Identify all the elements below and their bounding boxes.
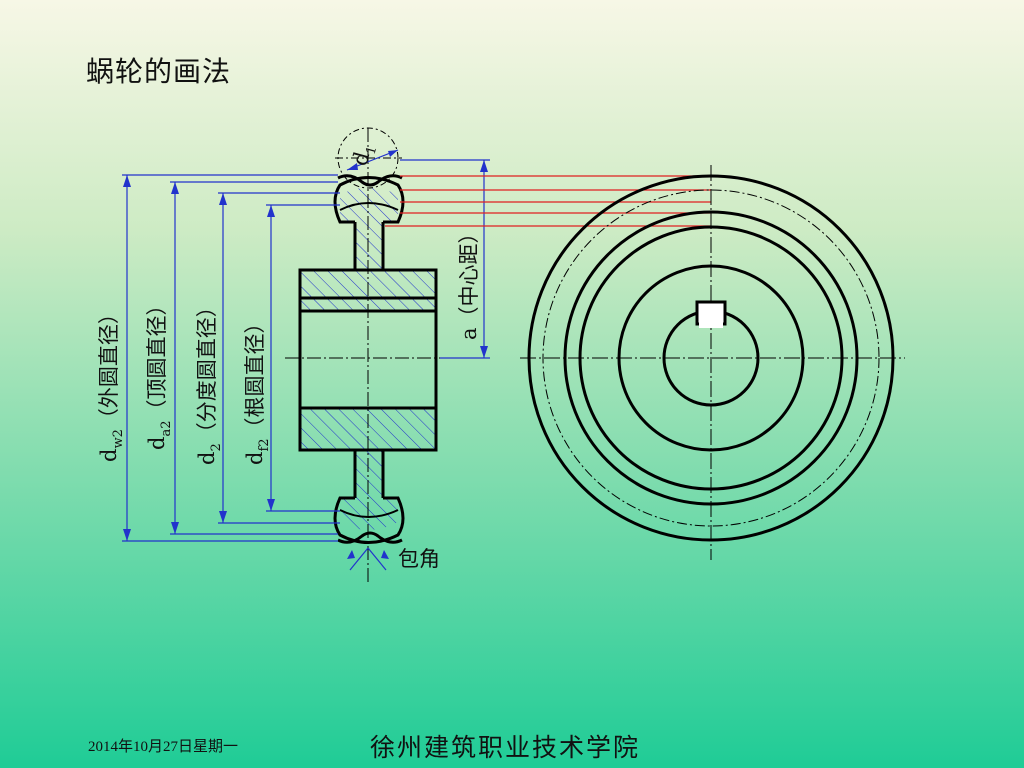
projection-lines bbox=[385, 175, 711, 227]
label-dw2: dw2（外圆直径） bbox=[97, 303, 126, 462]
section-view bbox=[285, 127, 455, 585]
front-view bbox=[520, 165, 905, 560]
footer-school: 徐州建筑职业技术学院 bbox=[370, 733, 641, 762]
web-hatch-top bbox=[355, 222, 383, 270]
dimension-arrows bbox=[123, 160, 488, 559]
page-title: 蜗轮的画法 bbox=[86, 55, 232, 88]
rim-hatch-top bbox=[340, 187, 398, 222]
dimension-labels: dw2（外圆直径） da2（顶圆直径） d2（分度圆直径） df2（根圆直径） … bbox=[97, 141, 481, 571]
footer-date: 2014年10月27日星期一 bbox=[88, 739, 239, 755]
dimension-lines bbox=[122, 159, 490, 571]
label-d2: d2（分度圆直径） bbox=[195, 296, 224, 465]
web-hatch-bottom bbox=[355, 450, 383, 498]
label-center-distance: a（中心距） bbox=[457, 222, 481, 340]
addendum-circle bbox=[563, 210, 859, 506]
hub-circle bbox=[617, 264, 805, 452]
worm-pitch-circle bbox=[337, 127, 399, 189]
label-d1: d1 bbox=[348, 141, 381, 169]
rim-hatch-bottom bbox=[340, 498, 398, 530]
label-wrap-angle: 包角 bbox=[398, 547, 440, 571]
label-df2: df2（根圆直径） bbox=[243, 312, 272, 465]
outer-circle bbox=[527, 174, 895, 542]
pitch-circle bbox=[542, 189, 880, 527]
root-circle bbox=[578, 225, 844, 491]
label-da2: da2（顶圆直径） bbox=[145, 295, 174, 450]
